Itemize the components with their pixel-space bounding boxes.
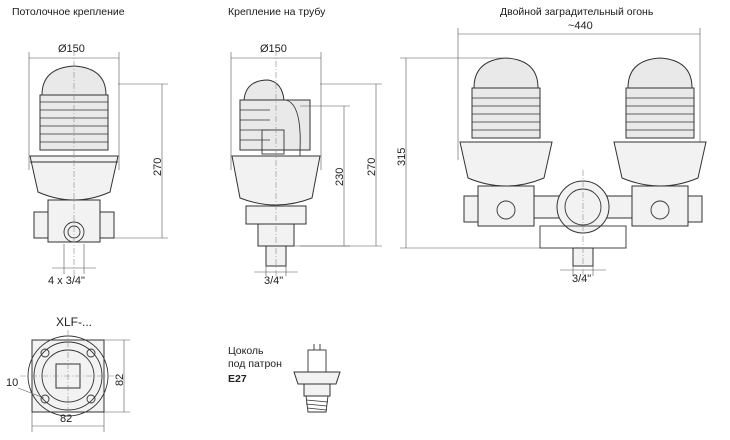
dim-double-height: 315 [396,147,408,166]
double-light-drawing [400,28,707,282]
base-label-line2: под патрон [228,358,282,370]
e27-base-drawing [293,344,341,413]
dim-pipe-height-outer: 270 [366,157,378,176]
dim-xlf-hole: 10 [6,377,19,389]
dim-ceiling-height: 270 [152,157,164,176]
pipe-mount-drawing [230,50,382,282]
base-type-label: E27 [228,373,247,385]
dim-pipe-diameter: Ø150 [260,43,287,55]
ceiling-mount-drawing [28,50,168,282]
dim-pipe-height-inner: 230 [334,167,346,186]
dim-xlf-width: 82 [60,413,73,425]
dim-double-thread: 3/4" [572,273,592,285]
xlf-top-view [17,330,130,432]
title-ceiling-mount: Потолочное крепление [12,6,125,18]
xlf-label: XLF-... [56,315,93,329]
dim-ceiling-thread: 4 x 3/4" [48,275,85,287]
dim-ceiling-diameter: Ø150 [58,43,85,55]
dim-xlf-height: 82 [114,373,126,386]
title-double-light: Двойной заградительный огонь [500,6,654,18]
dim-double-width: ~440 [568,20,593,32]
base-label-line1: Цоколь [228,345,264,357]
title-pipe-mount: Крепление на трубу [228,6,326,18]
dim-pipe-thread: 3/4" [264,275,284,287]
